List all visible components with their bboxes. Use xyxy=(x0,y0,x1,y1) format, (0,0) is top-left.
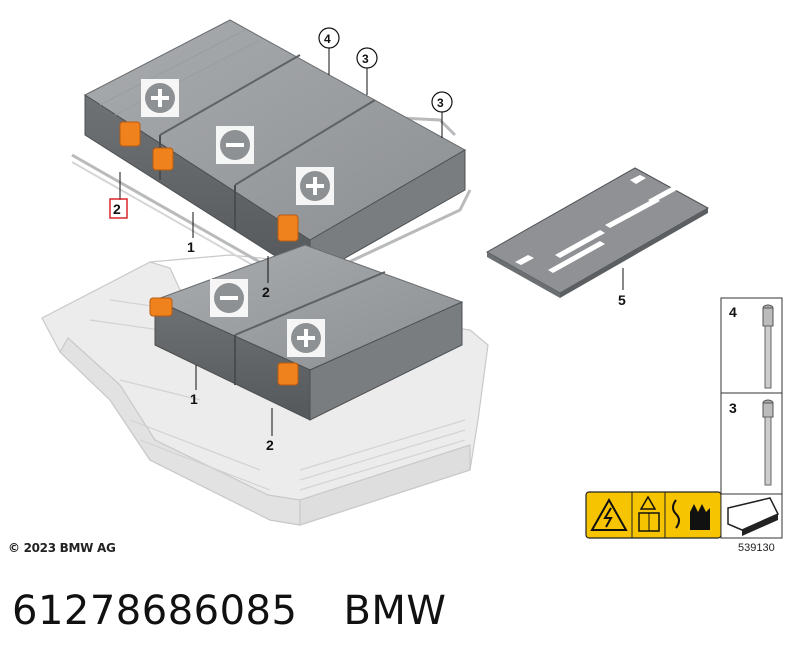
callout-3-b: 3 xyxy=(437,96,444,110)
plus-icon xyxy=(296,167,334,205)
orange-terminals xyxy=(119,121,299,386)
callouts: 2 1 2 1 2 4 3 3 5 xyxy=(109,27,626,453)
insulation-sheet xyxy=(485,167,710,298)
callout-2-highlighted: 2 xyxy=(113,201,121,217)
part-number: 61278686085 xyxy=(12,588,298,634)
drawing-number: 539130 xyxy=(738,542,775,554)
exploded-parts-diagram: 2 1 2 1 2 4 3 3 5 4 3 xyxy=(41,19,783,539)
panel-label-4: 4 xyxy=(729,304,737,320)
highlighted-callout-box xyxy=(109,198,128,219)
callout-1-lower: 1 xyxy=(190,391,198,407)
part-number-line: 61278686085 BMW xyxy=(12,588,446,634)
minus-icon xyxy=(216,126,254,164)
plus-icon xyxy=(141,79,179,117)
callout-5: 5 xyxy=(618,292,626,308)
callout-1-upper: 1 xyxy=(187,239,195,255)
installation-direction-icon xyxy=(720,493,783,539)
bolt-icon xyxy=(762,399,774,486)
polarity-markers xyxy=(141,79,334,357)
plus-icon xyxy=(287,319,325,357)
copyright-notice: © 2023 BMW AG xyxy=(8,541,116,555)
panel-label-3: 3 xyxy=(729,400,737,416)
fastener-panel: 4 3 xyxy=(720,297,783,495)
upper-module-stack xyxy=(84,19,467,279)
read-manual-icon xyxy=(638,495,660,532)
high-voltage-icon xyxy=(590,497,628,531)
callout-2-lower: 2 xyxy=(266,437,274,453)
callout-2-middle: 2 xyxy=(262,284,270,300)
lower-module-stack xyxy=(153,244,464,421)
high-voltage-warning-label xyxy=(585,491,722,539)
do-not-touch-icon xyxy=(672,499,710,530)
callout-3-a: 3 xyxy=(362,52,369,66)
leader-lines xyxy=(119,48,624,436)
minus-icon xyxy=(210,279,248,317)
brand-name: BMW xyxy=(343,588,447,634)
callout-4: 4 xyxy=(324,32,331,46)
bolt-icon xyxy=(762,304,774,389)
